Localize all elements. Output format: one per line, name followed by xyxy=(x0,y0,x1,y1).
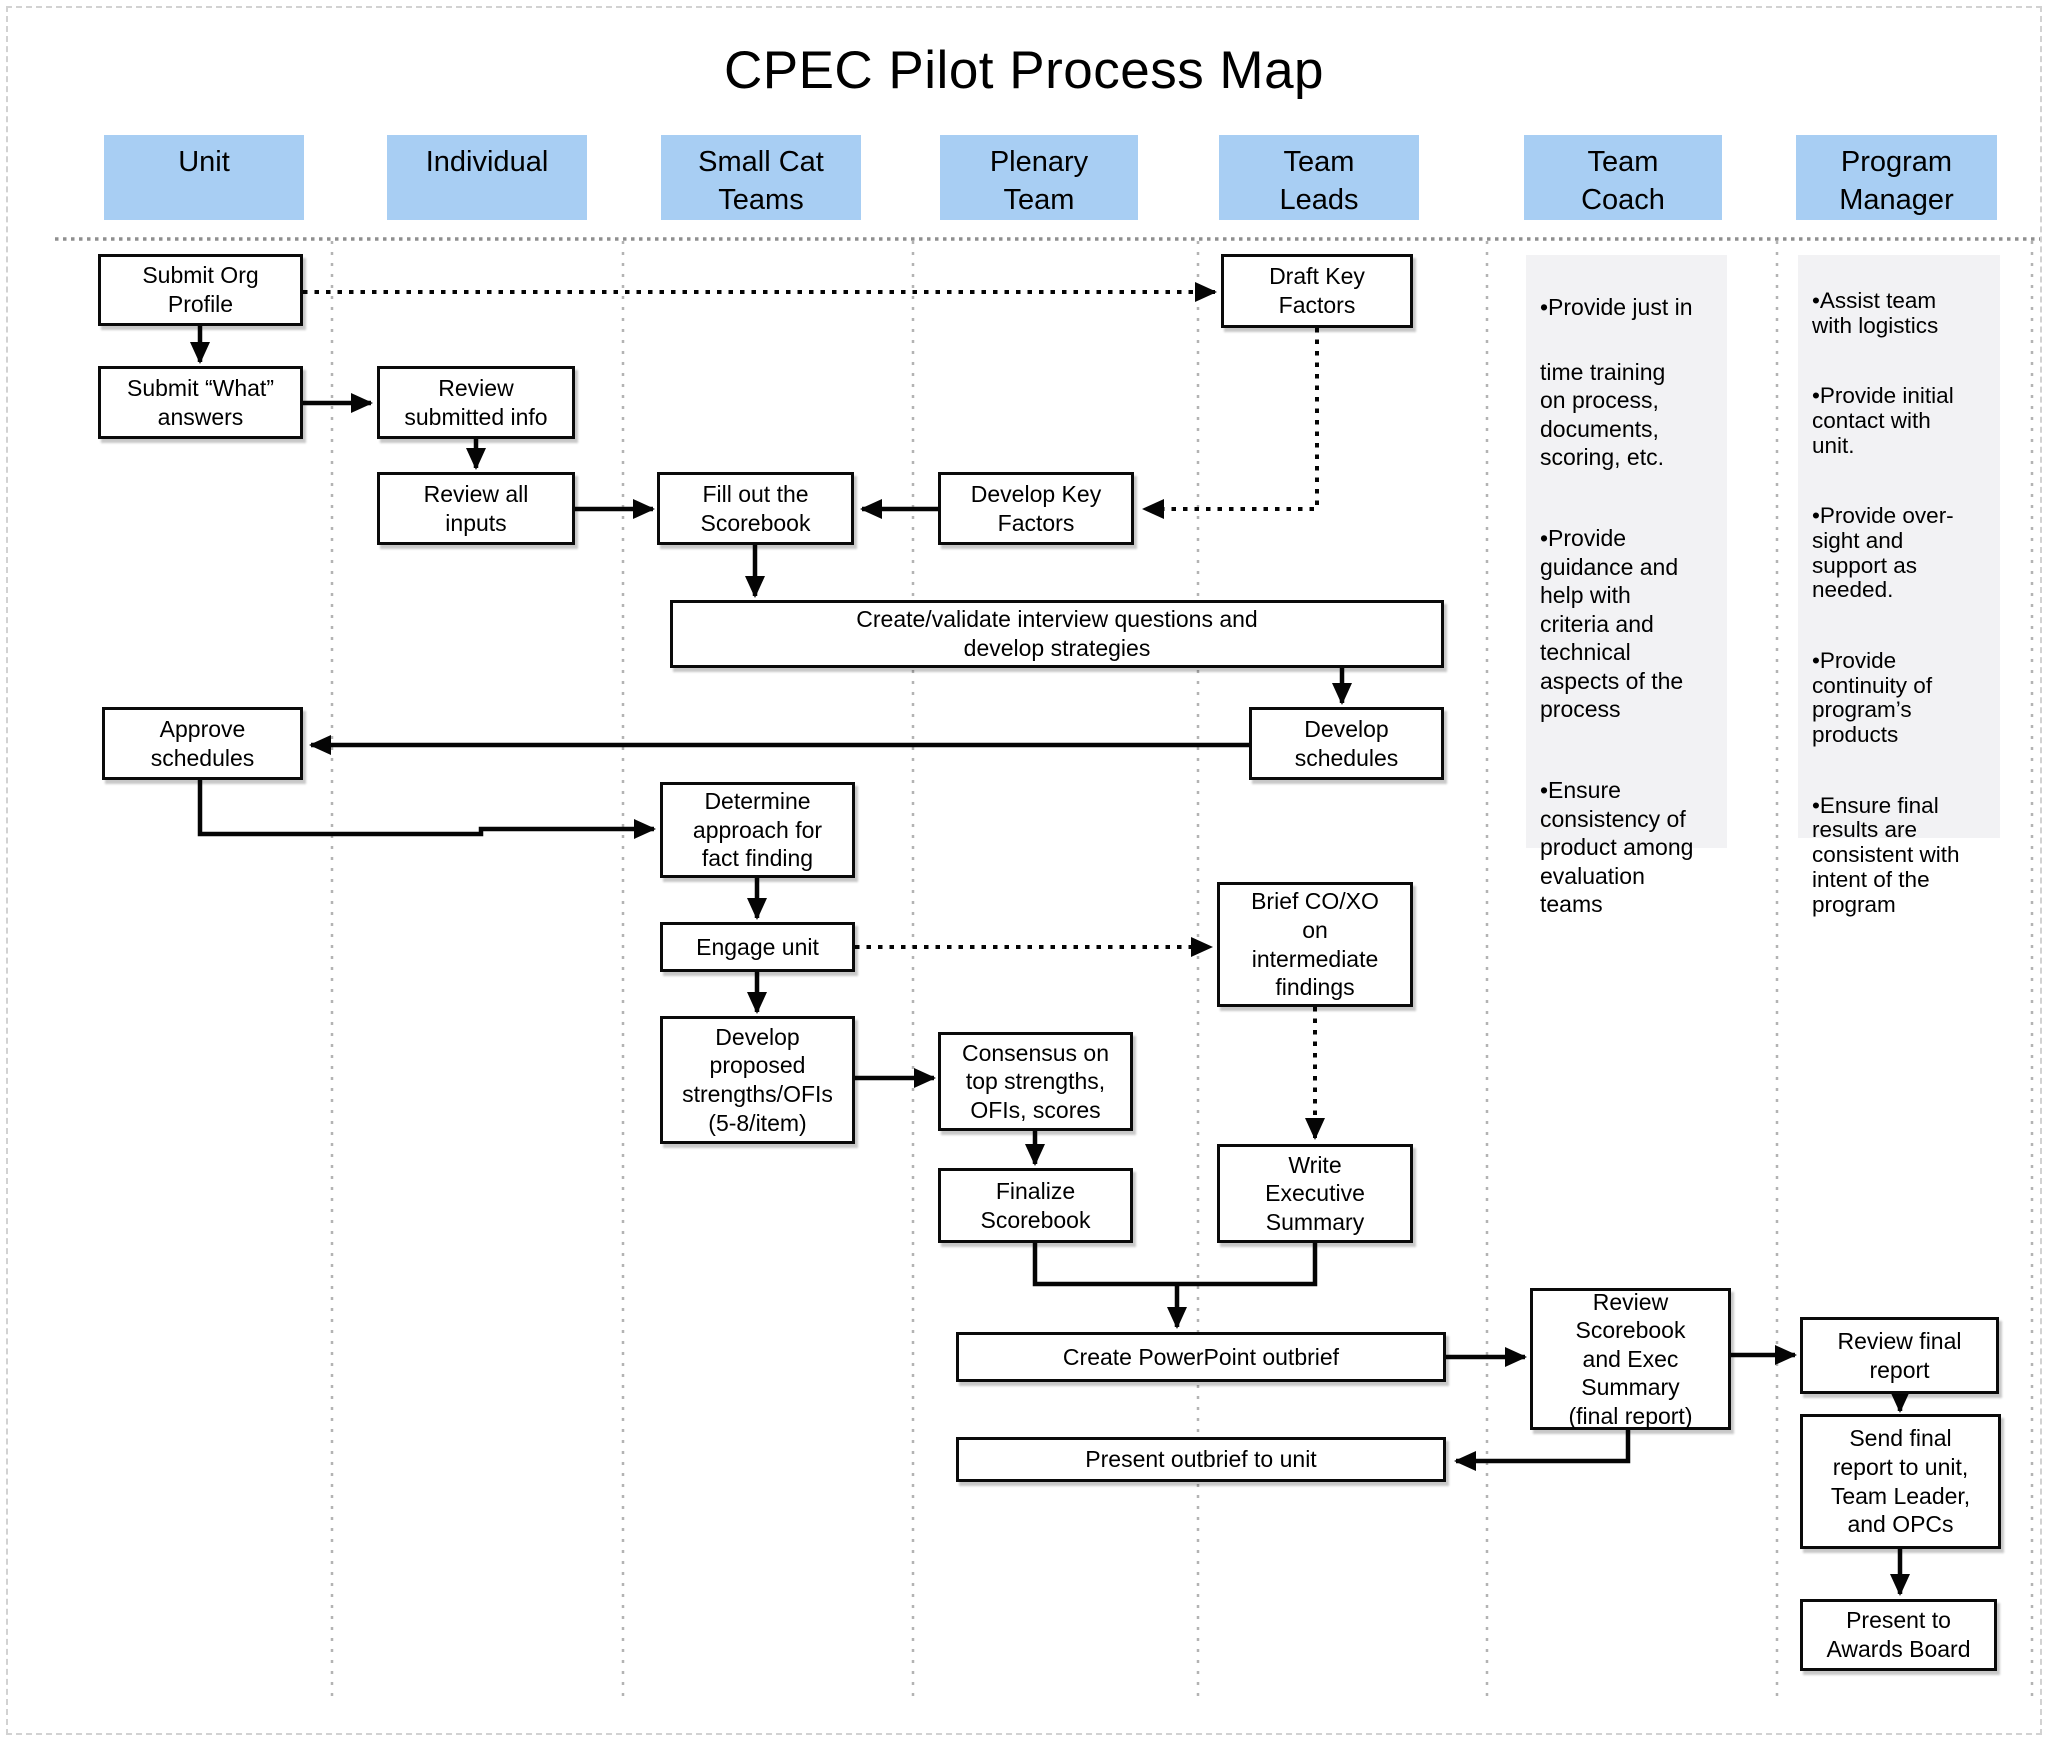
coach-note-1: •Provide just in xyxy=(1540,293,1693,320)
node-present-outbrief: Present outbrief to unit xyxy=(956,1437,1446,1482)
node-review-all-inputs: Review all inputs xyxy=(377,472,575,545)
node-consensus: Consensus on top strengths, OFIs, scores xyxy=(938,1032,1133,1131)
node-present-awards-board: Present to Awards Board xyxy=(1800,1599,1997,1671)
dotted-connectors xyxy=(303,282,1325,1140)
coach-note-1b: time training on process, documents, sco… xyxy=(1540,358,1666,471)
node-review-submitted-info: Review submitted info xyxy=(377,366,575,439)
node-review-scorebook-final-report: Review Scorebook and Exec Summary (final… xyxy=(1530,1288,1731,1430)
node-submit-org-profile: Submit Org Profile xyxy=(98,254,303,326)
solid-connectors xyxy=(190,326,1910,1596)
program-manager-notes-panel xyxy=(1798,255,2000,838)
lane-header-unit: Unit xyxy=(104,135,304,220)
lane-header-plenary-team: Plenary Team xyxy=(940,135,1138,220)
node-send-final-report: Send final report to unit, Team Leader, … xyxy=(1800,1414,2001,1549)
team-coach-notes: •Provide just in time training on proces… xyxy=(1540,264,1720,971)
node-fill-out-scorebook: Fill out the Scorebook xyxy=(657,472,854,545)
program-manager-notes: •Assist team with logistics •Provide ini… xyxy=(1812,264,1992,963)
node-finalize-scorebook: Finalize Scorebook xyxy=(938,1168,1133,1243)
page-title: CPEC Pilot Process Map xyxy=(723,41,1325,100)
node-submit-what-answers: Submit “What” answers xyxy=(98,366,303,439)
pm-note-2: •Provide initial contact with unit. xyxy=(1812,383,1954,458)
coach-note-2: •Provide guidance and help with criteria… xyxy=(1540,525,1684,723)
lane-header-team-coach: Team Coach xyxy=(1524,135,1722,220)
node-review-final-report: Review final report xyxy=(1800,1317,1999,1394)
lane-separators-vertical xyxy=(330,241,2034,1703)
node-develop-proposed-strengths: Develop proposed strengths/OFIs (5-8/ite… xyxy=(660,1016,855,1144)
coach-note-3: •Ensure consistency of product among eva… xyxy=(1540,777,1694,918)
node-create-validate-questions: Create/validate interview questions and … xyxy=(670,600,1444,668)
node-draft-key-factors: Draft Key Factors xyxy=(1221,254,1413,328)
lane-header-individual: Individual xyxy=(387,135,587,220)
node-write-executive-summary: Write Executive Summary xyxy=(1217,1144,1413,1243)
lane-header-program-manager: Program Manager xyxy=(1796,135,1997,220)
node-create-powerpoint-outbrief: Create PowerPoint outbrief xyxy=(956,1332,1446,1382)
node-approve-schedules: Approve schedules xyxy=(102,707,303,780)
node-determine-approach: Determine approach for fact finding xyxy=(660,782,855,878)
pm-note-1: •Assist team with logistics xyxy=(1812,287,1939,338)
pm-note-3: •Provide over- sight and support as need… xyxy=(1812,503,1954,603)
team-coach-notes-panel xyxy=(1526,255,1727,848)
node-develop-key-factors: Develop Key Factors xyxy=(938,472,1134,545)
node-develop-schedules: Develop schedules xyxy=(1249,707,1444,780)
pm-note-5: •Ensure final results are consistent wit… xyxy=(1812,792,1960,917)
node-brief-co-xo: Brief CO/XO on intermediate findings xyxy=(1217,882,1413,1007)
node-engage-unit: Engage unit xyxy=(660,922,855,972)
lane-header-small-cat-teams: Small Cat Teams xyxy=(661,135,861,220)
lane-header-team-leads: Team Leads xyxy=(1219,135,1419,220)
pm-note-4: •Provide continuity of program’s product… xyxy=(1812,647,1933,747)
